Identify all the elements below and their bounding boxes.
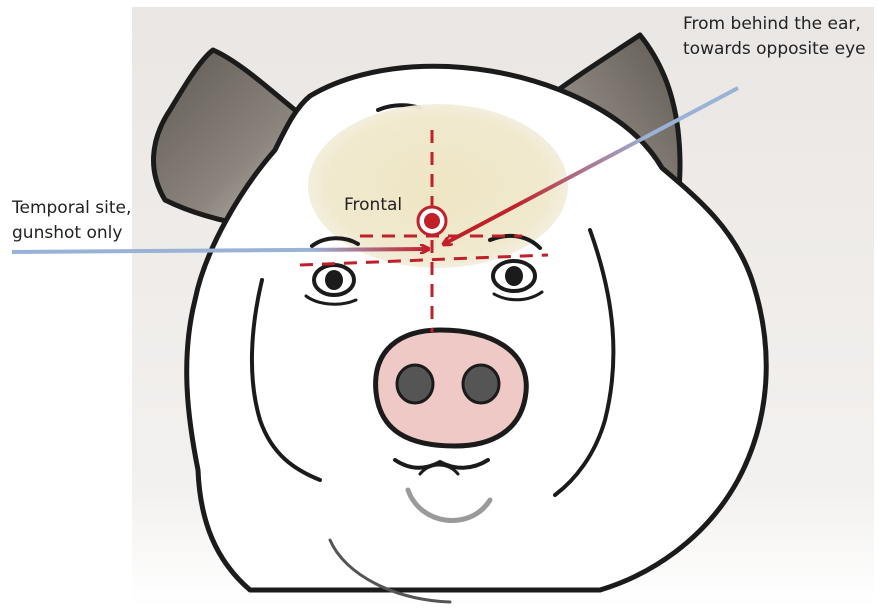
left-nostril: [397, 365, 433, 403]
behind-ear-label: From behind the ear, towards opposite ey…: [683, 12, 866, 62]
temporal-site-label-line-1: Temporal site,: [12, 196, 131, 221]
frontal-target: [418, 207, 446, 235]
target-zone: [308, 104, 568, 268]
frontal-label-text: Frontal: [344, 193, 402, 218]
frontal-label: Frontal: [344, 193, 402, 218]
snout: [376, 330, 527, 446]
behind-ear-label-line-1: From behind the ear,: [683, 12, 866, 37]
temporal-site-label: Temporal site, gunshot only: [12, 196, 131, 246]
behind-ear-label-line-2: towards opposite eye: [683, 37, 866, 62]
right-nostril: [463, 365, 499, 403]
temporal-site-label-line-2: gunshot only: [12, 221, 131, 246]
